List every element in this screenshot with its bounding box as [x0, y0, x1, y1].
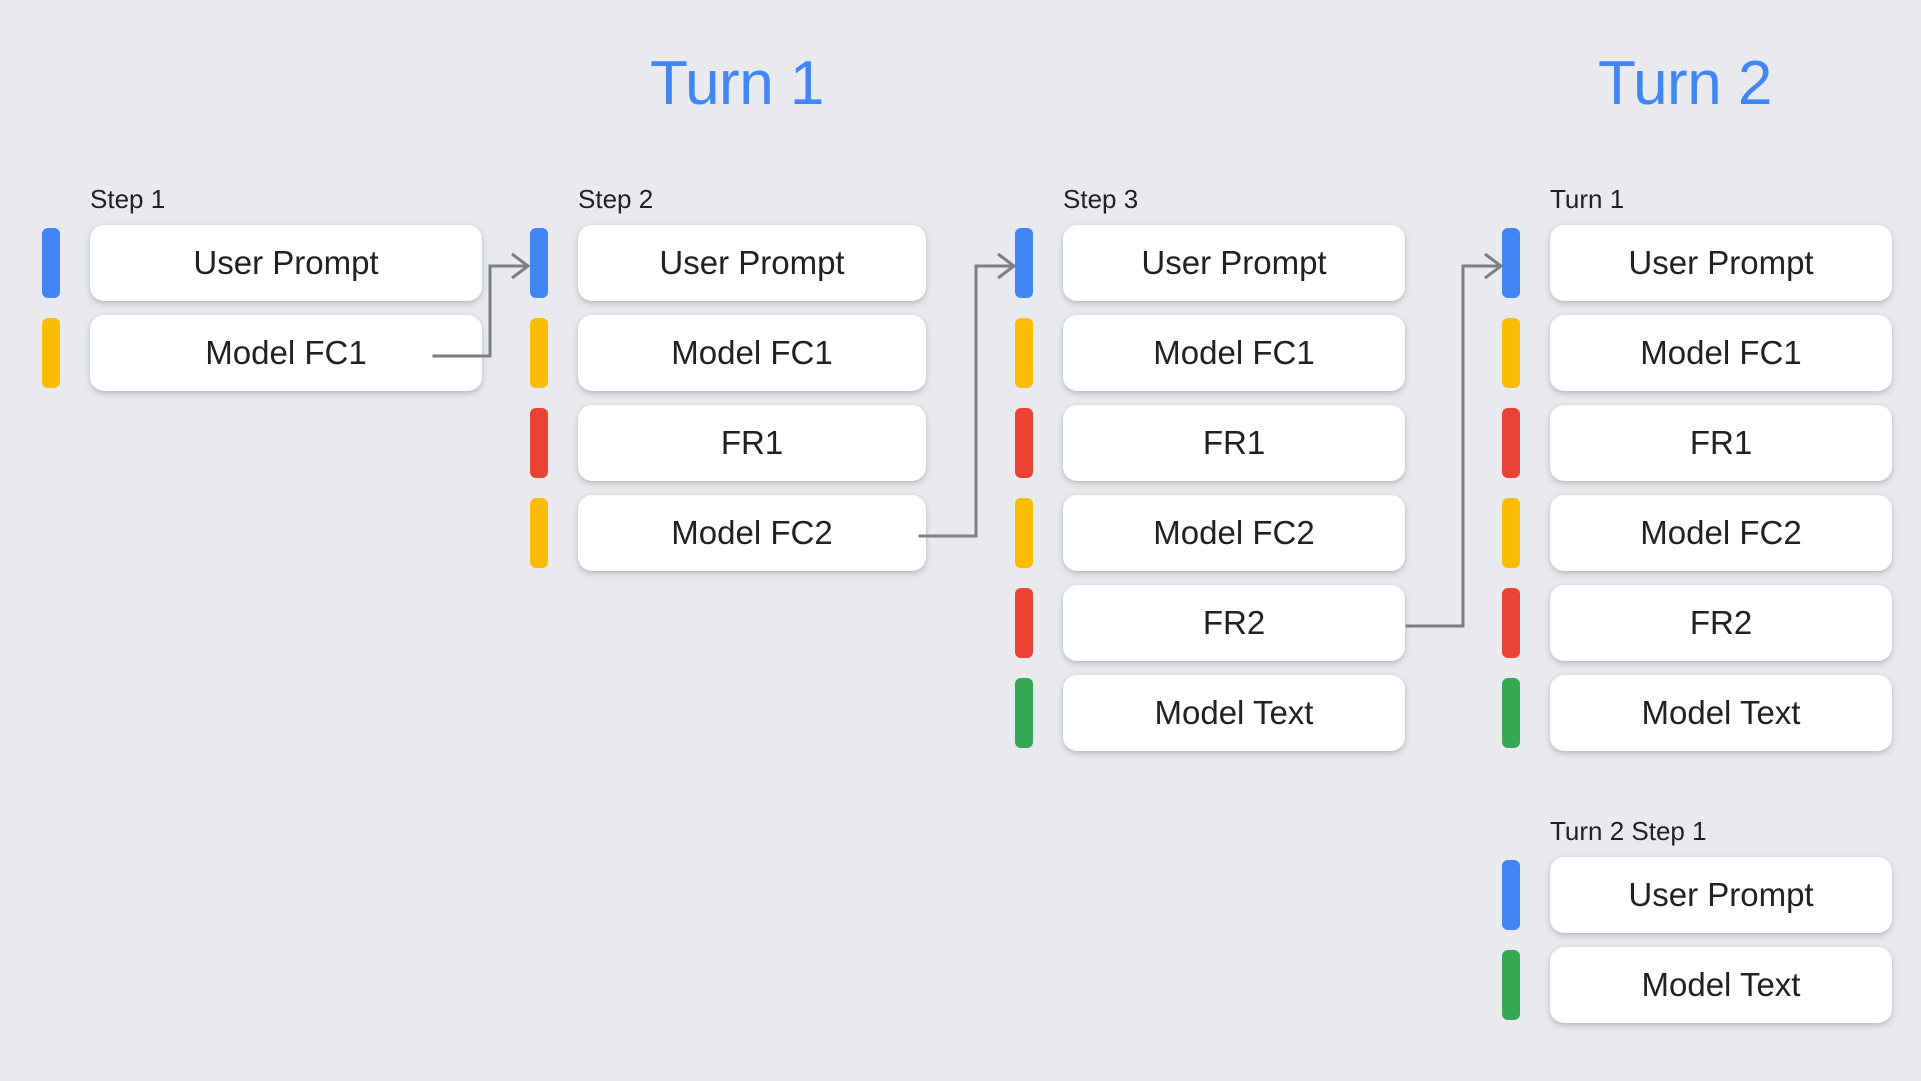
row-model-fc1[interactable]: Model FC1 — [530, 315, 926, 391]
type-bar-user-prompt — [1502, 228, 1520, 298]
type-bar-model-function-call — [42, 318, 60, 388]
row-user-prompt[interactable]: User Prompt — [1015, 225, 1405, 301]
card-model-text[interactable]: Model Text — [1550, 947, 1892, 1023]
row-user-prompt[interactable]: User Prompt — [1502, 857, 1892, 933]
type-bar-user-prompt — [1015, 228, 1033, 298]
row-model-text[interactable]: Model Text — [1502, 675, 1892, 751]
column-label-step-3: Step 3 — [1063, 184, 1139, 214]
card-model-fc2[interactable]: Model FC2 — [1063, 495, 1405, 571]
type-bar-function-response — [1015, 588, 1033, 658]
type-bar-user-prompt — [1502, 860, 1520, 930]
card-model-fc1[interactable]: Model FC1 — [578, 315, 926, 391]
type-bar-function-response — [1502, 408, 1520, 478]
row-model-text[interactable]: Model Text — [1502, 947, 1892, 1023]
type-bar-model-function-call — [1502, 318, 1520, 388]
card-fr1[interactable]: FR1 — [578, 405, 926, 481]
card-model-fc1[interactable]: Model FC1 — [1063, 315, 1405, 391]
row-model-fc2[interactable]: Model FC2 — [530, 495, 926, 571]
row-fr2[interactable]: FR2 — [1015, 585, 1405, 661]
row-fr1[interactable]: FR1 — [1502, 405, 1892, 481]
card-model-fc1[interactable]: Model FC1 — [90, 315, 482, 391]
card-model-text[interactable]: Model Text — [1063, 675, 1405, 751]
type-bar-model-text — [1015, 678, 1033, 748]
connector-arrow-step2-to-step3 — [918, 252, 1017, 538]
connector-arrow-step3-to-turn1 — [1405, 252, 1504, 628]
column-label-turn-1: Turn 1 — [1550, 184, 1625, 214]
type-bar-model-function-call — [530, 498, 548, 568]
row-fr2[interactable]: FR2 — [1502, 585, 1892, 661]
column-label-turn-2-step-1: Turn 2 Step 1 — [1550, 816, 1707, 846]
row-model-fc1[interactable]: Model FC1 — [1015, 315, 1405, 391]
row-user-prompt[interactable]: User Prompt — [42, 225, 482, 301]
row-model-fc2[interactable]: Model FC2 — [1502, 495, 1892, 571]
type-bar-function-response — [1015, 408, 1033, 478]
card-model-fc1[interactable]: Model FC1 — [1550, 315, 1892, 391]
card-model-fc2[interactable]: Model FC2 — [1550, 495, 1892, 571]
column-label-step-2: Step 2 — [578, 184, 654, 214]
card-fr1[interactable]: FR1 — [1063, 405, 1405, 481]
card-fr2[interactable]: FR2 — [1550, 585, 1892, 661]
card-user-prompt[interactable]: User Prompt — [1063, 225, 1405, 301]
type-bar-user-prompt — [530, 228, 548, 298]
row-fr1[interactable]: FR1 — [530, 405, 926, 481]
card-user-prompt[interactable]: User Prompt — [1550, 857, 1892, 933]
card-user-prompt[interactable]: User Prompt — [578, 225, 926, 301]
turn-2-heading: Turn 2 — [1598, 49, 1772, 118]
turn-1-heading: Turn 1 — [650, 49, 824, 118]
type-bar-model-text — [1502, 950, 1520, 1020]
card-model-fc2[interactable]: Model FC2 — [578, 495, 926, 571]
type-bar-model-text — [1502, 678, 1520, 748]
type-bar-function-response — [530, 408, 548, 478]
row-model-fc1[interactable]: Model FC1 — [1502, 315, 1892, 391]
row-user-prompt[interactable]: User Prompt — [1502, 225, 1892, 301]
type-bar-model-function-call — [1015, 318, 1033, 388]
type-bar-user-prompt — [42, 228, 60, 298]
row-model-fc1[interactable]: Model FC1 — [42, 315, 482, 391]
row-user-prompt[interactable]: User Prompt — [530, 225, 926, 301]
type-bar-model-function-call — [1502, 498, 1520, 568]
card-model-text[interactable]: Model Text — [1550, 675, 1892, 751]
row-model-text[interactable]: Model Text — [1015, 675, 1405, 751]
type-bar-model-function-call — [530, 318, 548, 388]
card-fr2[interactable]: FR2 — [1063, 585, 1405, 661]
card-user-prompt[interactable]: User Prompt — [1550, 225, 1892, 301]
type-bar-model-function-call — [1015, 498, 1033, 568]
column-label-step-1: Step 1 — [90, 184, 166, 214]
row-fr1[interactable]: FR1 — [1015, 405, 1405, 481]
type-bar-function-response — [1502, 588, 1520, 658]
card-fr1[interactable]: FR1 — [1550, 405, 1892, 481]
row-model-fc2[interactable]: Model FC2 — [1015, 495, 1405, 571]
card-user-prompt[interactable]: User Prompt — [90, 225, 482, 301]
